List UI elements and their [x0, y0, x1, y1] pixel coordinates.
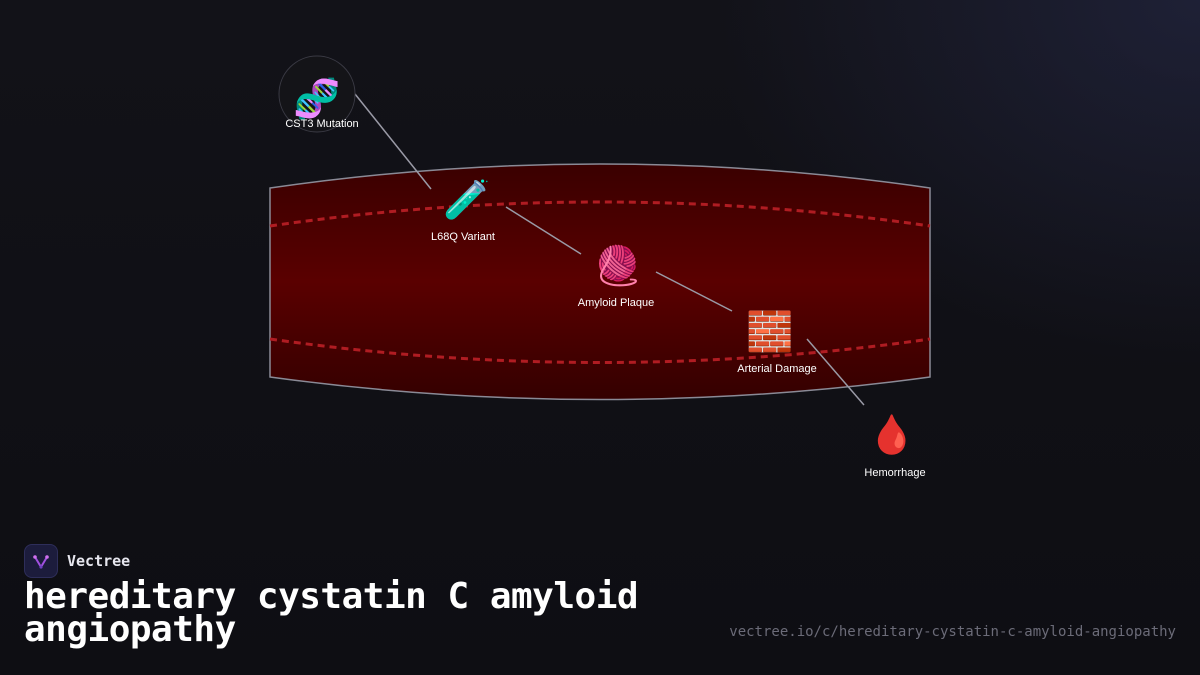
connector-amyloid-arterial: [655, 271, 733, 312]
node-label: L68Q Variant: [431, 231, 495, 243]
vessel-wall-lower: [269, 337, 931, 364]
pathway-diagram: 🧬 CST3 Mutation 🧪 L68Q Variant 🧶 Amyloid…: [269, 55, 931, 480]
blood-vessel: [269, 163, 931, 401]
page-title: hereditary cystatin C amyloid angiopathy: [24, 576, 639, 650]
vectree-logo-icon: [24, 544, 58, 578]
dna-icon: 🧬: [293, 76, 340, 122]
node-label: Amyloid Plaque: [578, 297, 654, 309]
node-l68q-variant[interactable]: 🧪 L68Q Variant: [431, 178, 495, 244]
brand[interactable]: Vectree: [24, 544, 130, 578]
node-hemorrhage[interactable]: 🩸 Hemorrhage: [864, 413, 925, 480]
node-cst3-mutation[interactable]: 🧬 CST3 Mutation: [278, 55, 359, 133]
node-label: CST3 Mutation: [285, 118, 358, 130]
node-label: Arterial Damage: [737, 363, 816, 375]
brand-name: Vectree: [67, 552, 131, 570]
page-url[interactable]: vectree.io/c/hereditary-cystatin-c-amylo…: [729, 624, 1176, 640]
yarn-ball-icon: 🧶: [594, 244, 641, 288]
brick-icon: 🧱: [746, 310, 793, 354]
blood-drop-icon: 🩸: [868, 413, 915, 457]
connector-cst3-l68q: [354, 93, 432, 190]
node-arterial-damage[interactable]: 🧱 Arterial Damage: [737, 310, 816, 376]
connector-l68q-amyloid: [505, 206, 582, 255]
vessel-wall-upper: [269, 200, 931, 228]
node-label: Hemorrhage: [864, 467, 925, 479]
connector-arterial-hemorrhage: [806, 338, 865, 406]
test-tube-icon: 🧪: [443, 178, 490, 222]
node-amyloid-plaque[interactable]: 🧶 Amyloid Plaque: [578, 244, 654, 310]
